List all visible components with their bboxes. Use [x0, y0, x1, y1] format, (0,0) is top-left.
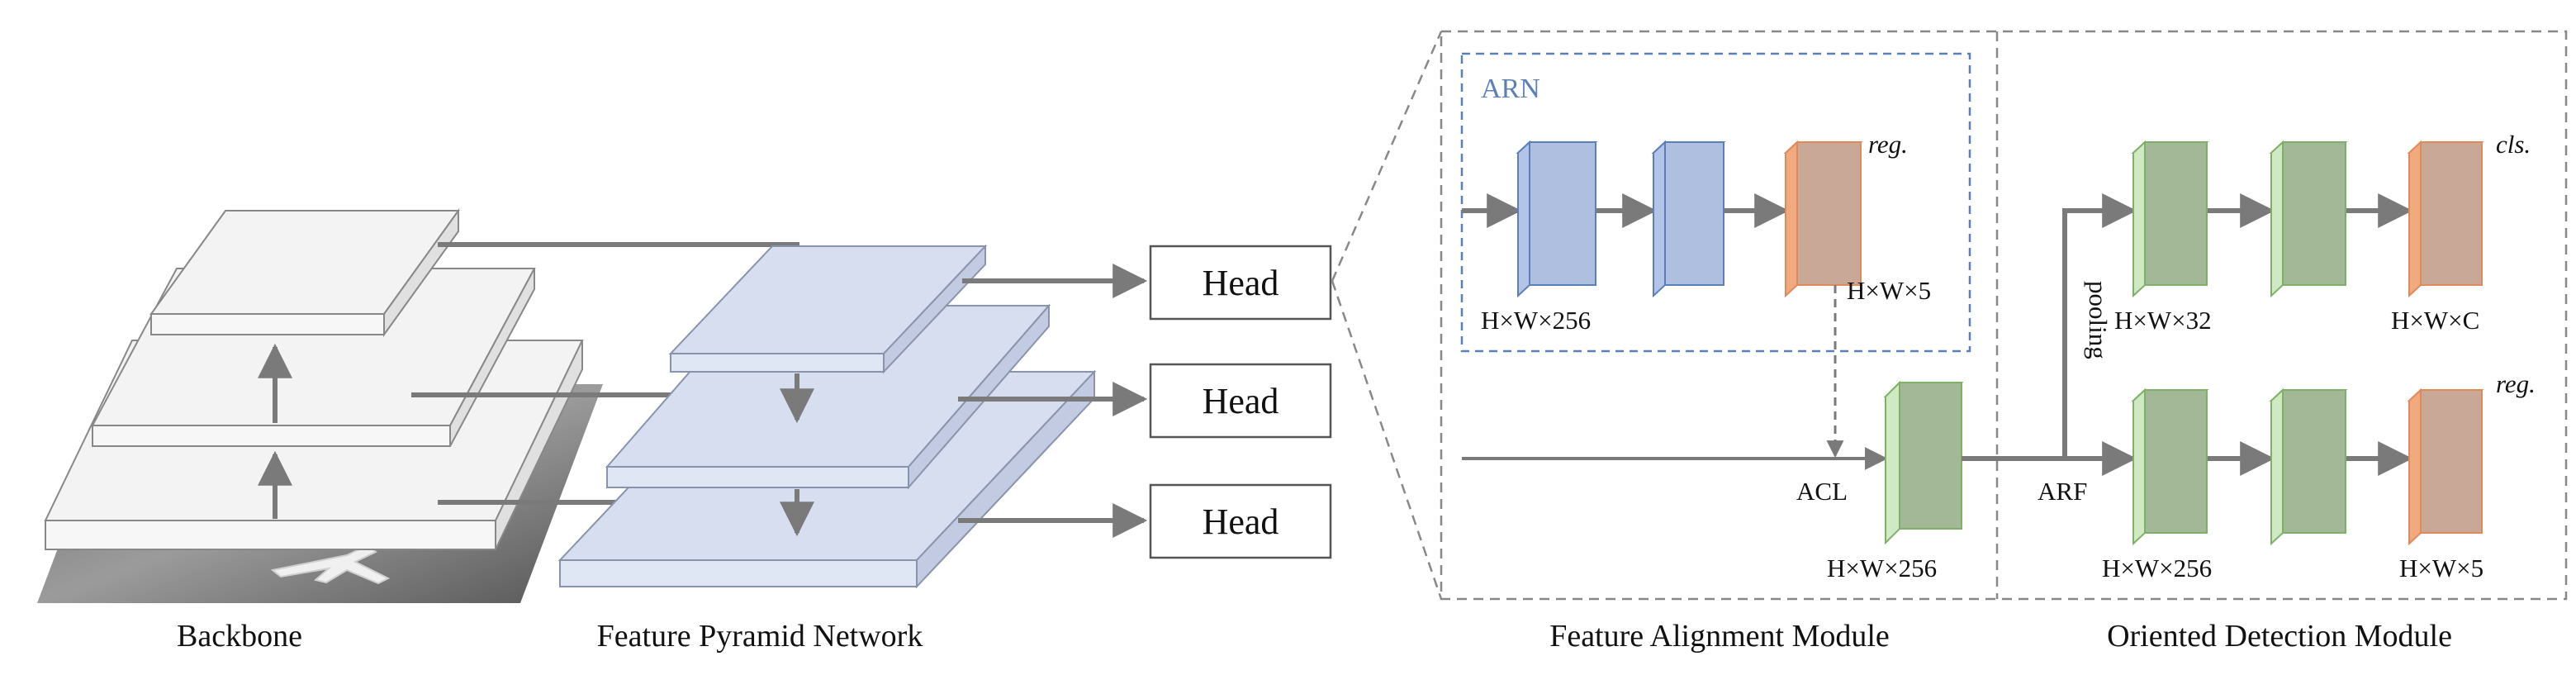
- heads: Head Head Head: [1149, 245, 1332, 559]
- odm-cls-in-dim: H×W×32: [2114, 306, 2212, 335]
- acl-label: ACL: [1796, 477, 1848, 506]
- backbone-label: Backbone: [177, 619, 302, 654]
- modules-outer-box: [1440, 30, 2568, 601]
- pooling-label: pooling: [2084, 281, 2113, 359]
- odm-cls-tag: cls.: [2496, 130, 2531, 159]
- odm-label: Oriented Detection Module: [2107, 619, 2452, 654]
- head-2: Head: [1149, 363, 1332, 439]
- feature-pyramid-network: Feature Pyramid Network: [557, 244, 1097, 654]
- zoom-lines: [1331, 31, 1443, 600]
- modules-container: Feature Alignment Module Oriented Detect…: [1440, 30, 2568, 654]
- fpn-layer-1: [668, 244, 988, 374]
- arf-label: ARF: [2038, 477, 2087, 506]
- odm-reg-tag: reg.: [2496, 369, 2536, 398]
- odm-reg-out-dim: H×W×5: [2399, 554, 2483, 582]
- odm-cls-out-block: [2407, 140, 2484, 298]
- head-1: Head: [1149, 245, 1332, 321]
- arn-reg-block: [1783, 140, 1863, 298]
- odm-cls-block-1: [2131, 140, 2209, 298]
- fam-out-dim: H×W×256: [1827, 554, 1937, 582]
- head-1-label: Head: [1203, 263, 1279, 303]
- head-3: Head: [1149, 483, 1332, 559]
- odm-reg-out-block: [2407, 387, 2484, 546]
- arn-conv-block-2: [1651, 140, 1726, 298]
- odm-reg-block-1: [2131, 387, 2209, 546]
- odm-cls-out-dim: H×W×C: [2391, 306, 2479, 335]
- arn-reg-tag: reg.: [1868, 130, 1908, 159]
- pooling-to-cls-arrow: [2062, 193, 2137, 459]
- fam-label: Feature Alignment Module: [1549, 619, 1890, 654]
- backbone-layer-1: [149, 207, 460, 338]
- odm-reg-block-2: [2269, 387, 2348, 546]
- arn-out-dim: H×W×256: [1481, 306, 1591, 335]
- fpn-label: Feature Pyramid Network: [597, 619, 923, 654]
- arn-label: ARN: [1481, 74, 1540, 104]
- odm-fork-arrows: [1962, 193, 2137, 476]
- arn-box: ARN: [1460, 52, 1971, 353]
- arn-reg-dim: H×W×5: [1847, 276, 1931, 305]
- odm-cls-block-2: [2269, 140, 2348, 298]
- odm-reg-in-dim: H×W×256: [2102, 554, 2212, 582]
- head-3-label: Head: [1203, 501, 1279, 542]
- head-2-label: Head: [1203, 381, 1279, 421]
- fam-aligned-block: [1883, 380, 1964, 545]
- fpn-to-head-arrows: [958, 264, 1148, 538]
- arn-conv-block-1: [1516, 140, 1598, 298]
- backbone: Backbone: [37, 207, 603, 654]
